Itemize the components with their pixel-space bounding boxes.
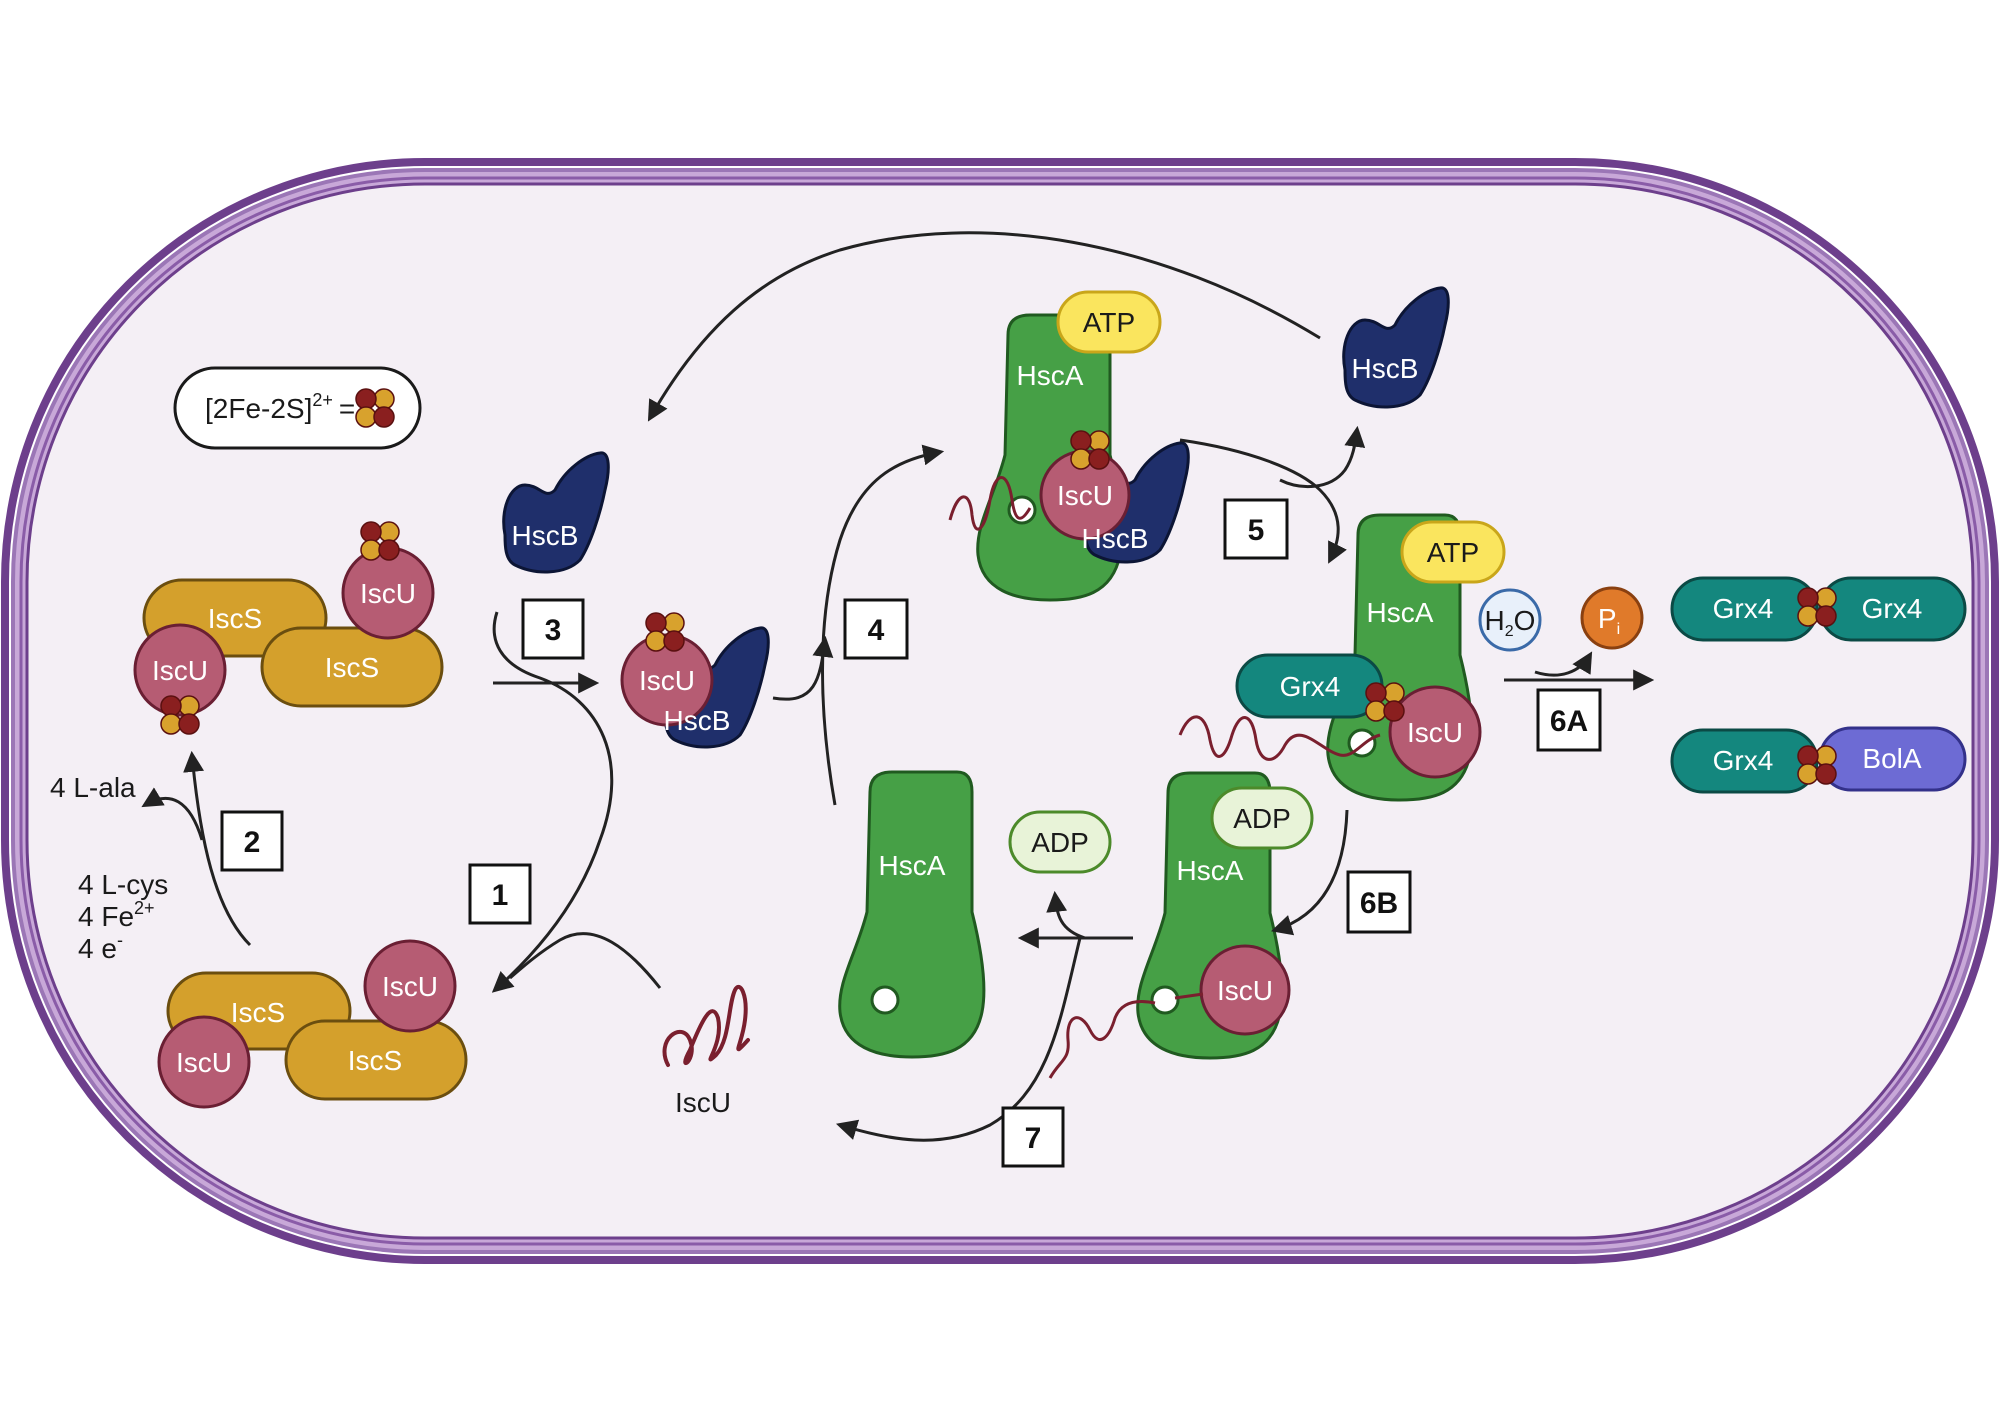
iscu-label: IscU	[1407, 717, 1463, 748]
hscb-label: HscB	[1352, 353, 1419, 384]
iscs-label: IscS	[325, 652, 379, 683]
step-box-6b	[1346, 870, 1412, 934]
iscu-label: IscU	[1057, 480, 1113, 511]
svg-text:Pi: Pi	[1598, 603, 1620, 638]
hscb-free-right: HscB	[1342, 286, 1450, 409]
arrow-free-iscu-binding	[509, 932, 662, 989]
l-cys-label: 4 L-cys	[78, 869, 168, 900]
grx4-dimer-cluster: Grx4 Grx4	[1670, 576, 1967, 642]
hscb-free-left: HscB	[502, 451, 610, 574]
cell-membrane	[1, 158, 1999, 1264]
step-box-6a	[1536, 688, 1602, 752]
hsca-atp-iscu-hscb-complex: HscA ATP IscU HscB	[948, 290, 1190, 602]
hsca-adp-iscu-complex: HscA ADP IscU	[1048, 771, 1314, 1079]
iscu-label: IscU	[382, 971, 438, 1002]
adp-label: ADP	[1031, 827, 1089, 858]
free-iscu-unfolded: IscU	[662, 984, 750, 1118]
arrow-step-4	[821, 444, 945, 806]
bola-label: BolA	[1862, 743, 1921, 774]
fe-label: 4 Fe2+	[78, 898, 155, 932]
arrow-step-6b	[1270, 809, 1349, 936]
water-molecule: H2O	[1478, 588, 1542, 652]
step-6b-label: 6B	[1360, 887, 1398, 920]
svg-text:H2O: H2O	[1485, 605, 1536, 640]
arrow-pi-release	[1534, 651, 1593, 677]
hsca-label: HscA	[1177, 855, 1244, 886]
step-3-label: 3	[545, 614, 562, 647]
grx4-bola-complex: Grx4 BolA	[1670, 726, 1967, 794]
cluster-legend: [2Fe-2S]2+=	[173, 366, 422, 450]
iscu-hscb-complex: IscU HscB	[620, 612, 770, 749]
step-box-3	[521, 598, 585, 660]
step-box-2	[220, 810, 284, 872]
hscb-label: HscB	[664, 705, 731, 736]
arrow-step-7	[835, 937, 1082, 1142]
step-box-4	[843, 598, 909, 660]
step-2-label: 2	[244, 826, 261, 859]
free-iscu-label: IscU	[675, 1087, 731, 1118]
step-6a-label: 6A	[1550, 705, 1588, 738]
iscu-label: IscU	[152, 655, 208, 686]
step-7-label: 7	[1025, 1122, 1042, 1155]
adp-free: ADP	[1008, 810, 1112, 874]
arrow-hscb-recycle	[647, 231, 1321, 422]
electron-label: 4 e-	[78, 930, 123, 964]
arrow-l-ala-release	[141, 787, 204, 841]
step-box-1	[468, 863, 532, 925]
iscu-label: IscU	[1217, 975, 1273, 1006]
grx4-label: Grx4	[1280, 671, 1341, 702]
hsca-label: HscA	[1367, 597, 1434, 628]
iscu-label: IscU	[360, 578, 416, 609]
legend-cluster-text: [2Fe-2S]2+=	[205, 390, 355, 424]
l-ala-label: 4 L-ala	[50, 772, 136, 803]
step-box-5	[1223, 498, 1289, 560]
hscb-label: HscB	[1082, 523, 1149, 554]
reaction-arrows	[141, 231, 1655, 1142]
atp-label: ATP	[1083, 307, 1135, 338]
iscs-label: IscS	[348, 1045, 402, 1076]
arrow-hscb-release	[1279, 425, 1366, 489]
arrow-step-5	[1179, 438, 1347, 564]
iscs-iscu-complex-loaded: IscS IscS IscU IscU	[133, 521, 444, 735]
grx4-label: Grx4	[1862, 593, 1923, 624]
hsca-free: HscA	[838, 770, 986, 1059]
step-5-label: 5	[1248, 514, 1265, 547]
arrow-adp-release	[1046, 890, 1086, 940]
arrow-step-2	[183, 750, 252, 947]
step-1-label: 1	[492, 879, 509, 912]
iscu-label: IscU	[176, 1047, 232, 1078]
grx4-label: Grx4	[1713, 745, 1774, 776]
step-box-7	[1001, 1106, 1065, 1168]
atp-label: ATP	[1427, 537, 1479, 568]
hsca-label: HscA	[1017, 360, 1084, 391]
adp-label: ADP	[1233, 803, 1291, 834]
step-labels: 1 2 3 4 5 6A 6B 7	[220, 498, 1602, 1168]
hsca-atp-grx4-iscu-complex: HscA ATP Grx4 IscU	[1178, 513, 1506, 802]
arrow-step-1	[491, 611, 614, 993]
iscs-iscu-complex-apo: IscS IscS IscU IscU	[157, 939, 468, 1109]
grx4-label: Grx4	[1713, 593, 1774, 624]
iscs-label: IscS	[208, 603, 262, 634]
step-4-label: 4	[868, 614, 885, 647]
iscu-label: IscU	[639, 665, 695, 696]
phosphate-molecule: Pi	[1580, 586, 1644, 650]
hsca-label: HscA	[879, 850, 946, 881]
iscs-label: IscS	[231, 997, 285, 1028]
hscb-label: HscB	[512, 520, 579, 551]
